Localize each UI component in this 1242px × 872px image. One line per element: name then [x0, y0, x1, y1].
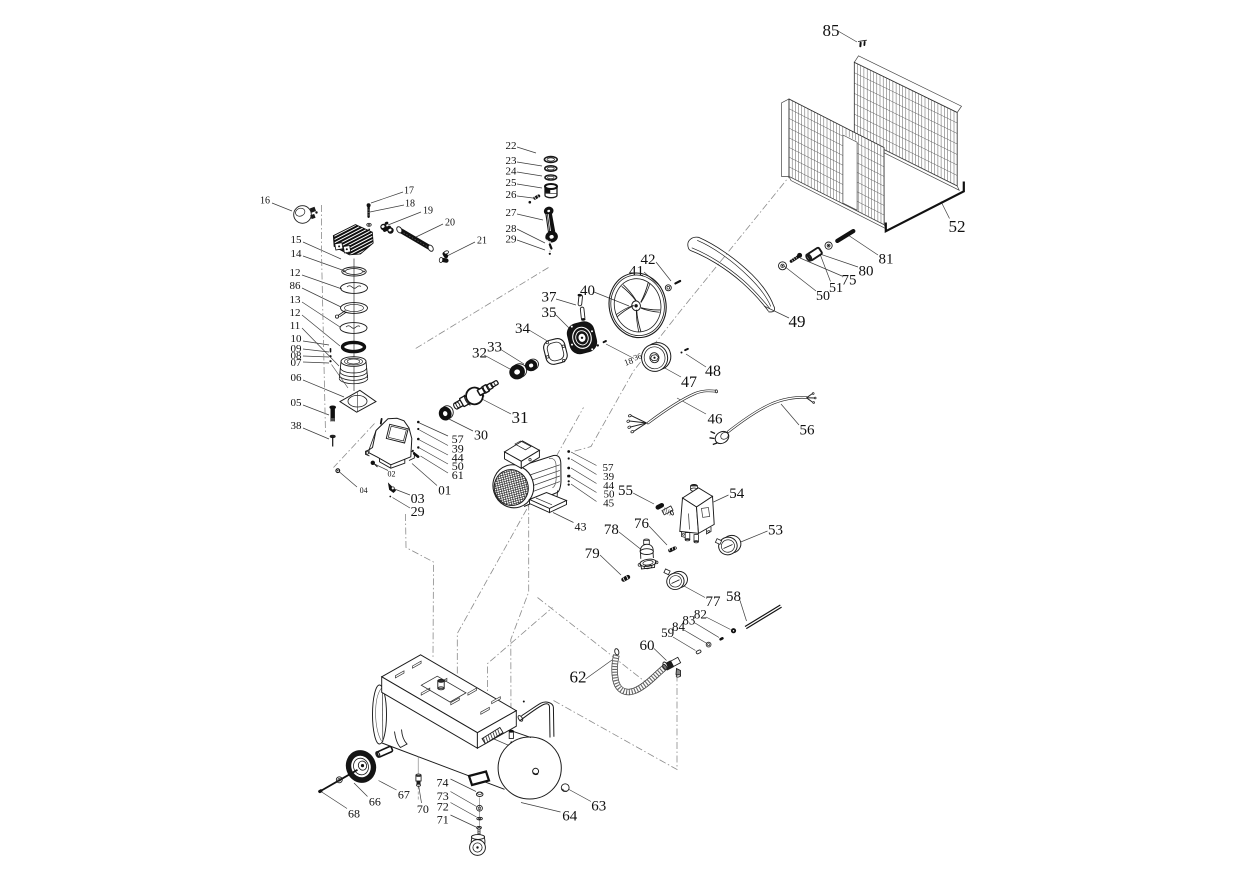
svg-text:51: 51 [829, 281, 843, 296]
svg-text:44: 44 [603, 480, 615, 492]
svg-text:53: 53 [768, 522, 783, 538]
svg-text:80: 80 [859, 263, 874, 279]
svg-text:60: 60 [640, 638, 655, 654]
svg-text:30: 30 [474, 429, 488, 444]
svg-text:22: 22 [506, 140, 517, 152]
svg-text:36: 36 [632, 351, 643, 362]
svg-text:54: 54 [729, 486, 745, 502]
svg-text:55: 55 [618, 483, 633, 499]
svg-text:20: 20 [445, 218, 455, 229]
svg-text:01: 01 [438, 483, 451, 498]
svg-text:02: 02 [388, 469, 396, 478]
svg-text:31: 31 [512, 408, 529, 427]
svg-text:07: 07 [291, 357, 303, 369]
svg-text:47: 47 [681, 374, 697, 391]
svg-text:35: 35 [542, 305, 557, 321]
svg-text:24: 24 [506, 166, 518, 178]
svg-text:78: 78 [604, 522, 619, 538]
svg-text:29: 29 [506, 234, 518, 246]
svg-text:45: 45 [603, 498, 615, 510]
svg-text:50: 50 [604, 489, 616, 501]
svg-text:49: 49 [789, 312, 806, 331]
svg-text:63: 63 [591, 798, 606, 814]
svg-text:11: 11 [290, 320, 301, 332]
svg-text:39: 39 [603, 471, 615, 483]
svg-text:40: 40 [580, 283, 595, 299]
svg-text:58: 58 [726, 589, 741, 605]
svg-text:10: 10 [291, 333, 303, 345]
svg-text:48: 48 [705, 363, 721, 380]
svg-text:44: 44 [452, 450, 464, 464]
svg-text:38: 38 [291, 420, 303, 432]
svg-text:68: 68 [348, 807, 360, 821]
svg-text:66: 66 [369, 795, 381, 809]
svg-text:06: 06 [291, 372, 303, 384]
svg-text:18: 18 [623, 355, 635, 368]
svg-text:27: 27 [506, 207, 518, 219]
svg-text:25: 25 [506, 177, 518, 189]
svg-text:79: 79 [585, 546, 600, 562]
svg-text:04: 04 [360, 486, 368, 495]
svg-text:62: 62 [570, 667, 587, 686]
svg-text:08: 08 [291, 350, 303, 362]
svg-text:57: 57 [452, 432, 464, 446]
svg-text:18: 18 [405, 199, 415, 210]
svg-text:72: 72 [437, 799, 449, 813]
svg-text:12: 12 [290, 307, 301, 319]
svg-text:03: 03 [411, 492, 425, 507]
svg-text:26: 26 [506, 189, 518, 201]
svg-text:41: 41 [629, 263, 644, 279]
svg-text:77: 77 [706, 594, 722, 610]
svg-text:82: 82 [694, 607, 707, 622]
svg-text:28: 28 [506, 223, 518, 235]
svg-text:15: 15 [291, 234, 303, 246]
svg-text:61: 61 [452, 468, 464, 482]
svg-text:85: 85 [823, 21, 840, 40]
svg-text:43: 43 [575, 520, 587, 534]
svg-text:74: 74 [437, 775, 449, 789]
svg-text:81: 81 [879, 251, 894, 267]
svg-text:70: 70 [417, 802, 429, 816]
svg-text:76: 76 [634, 516, 650, 532]
svg-text:37: 37 [542, 289, 558, 305]
svg-text:64: 64 [562, 808, 578, 824]
svg-text:50: 50 [816, 289, 830, 304]
svg-text:19: 19 [423, 206, 433, 217]
svg-text:29: 29 [411, 505, 425, 520]
svg-text:56: 56 [800, 422, 816, 438]
svg-text:09: 09 [291, 343, 303, 355]
svg-text:50: 50 [452, 459, 464, 473]
svg-text:32: 32 [472, 345, 487, 361]
svg-text:05: 05 [291, 397, 303, 409]
svg-text:84: 84 [672, 619, 686, 634]
svg-text:86: 86 [290, 280, 302, 292]
svg-text:34: 34 [515, 321, 531, 337]
svg-text:73: 73 [437, 789, 449, 803]
svg-text:39: 39 [452, 441, 464, 455]
svg-text:21: 21 [477, 236, 487, 247]
svg-text:57: 57 [603, 462, 615, 474]
svg-text:71: 71 [437, 812, 449, 826]
svg-text:46: 46 [708, 411, 724, 427]
svg-text:67: 67 [398, 787, 410, 801]
svg-text:52: 52 [949, 217, 966, 236]
svg-text:16: 16 [260, 196, 270, 207]
svg-text:12: 12 [290, 267, 301, 279]
svg-text:17: 17 [404, 186, 414, 197]
svg-text:13: 13 [290, 294, 302, 306]
svg-text:23: 23 [506, 155, 518, 167]
svg-text:59: 59 [661, 625, 674, 640]
svg-text:83: 83 [682, 612, 695, 627]
svg-text:14: 14 [291, 248, 303, 260]
svg-text:42: 42 [641, 252, 656, 268]
svg-text:33: 33 [487, 339, 502, 355]
svg-text:75: 75 [842, 272, 857, 288]
